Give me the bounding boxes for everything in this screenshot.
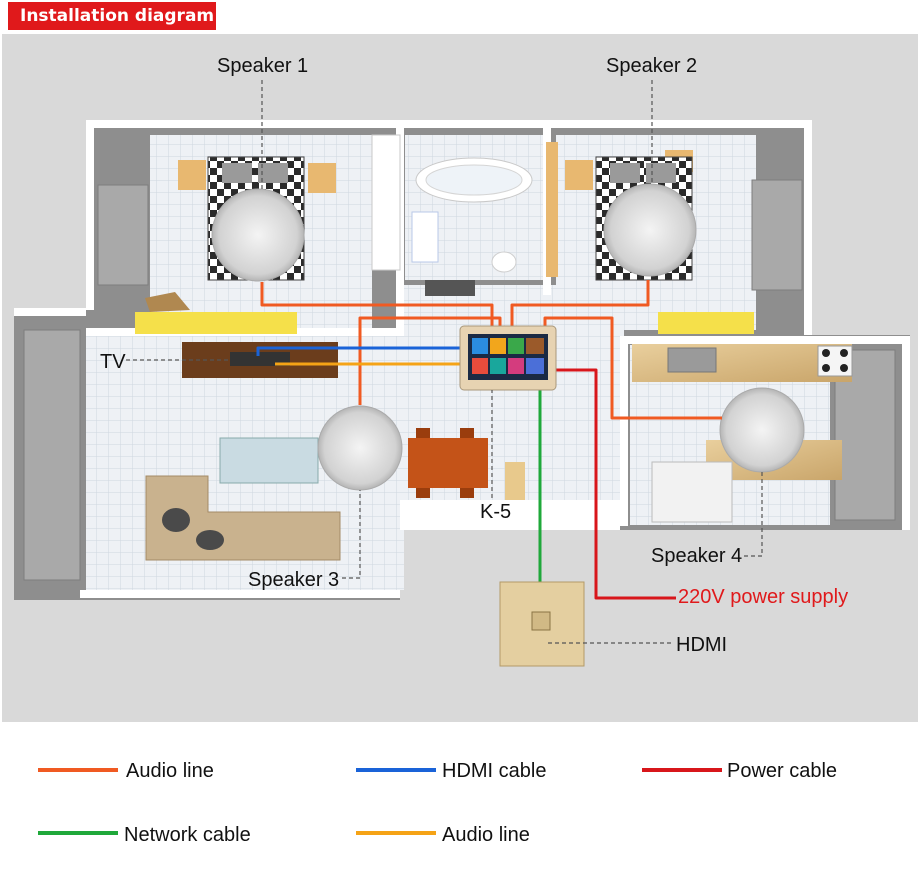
desk-2 xyxy=(658,312,754,334)
window-left-bedroom xyxy=(97,184,149,286)
fridge xyxy=(651,461,733,523)
dining-chair-d xyxy=(460,488,474,498)
label-speaker-3: Speaker 3 xyxy=(248,569,339,591)
legend-label: Audio line xyxy=(442,824,530,846)
label-tv: TV xyxy=(100,351,126,373)
dining-chair-b xyxy=(460,428,474,438)
leader-speaker-4 xyxy=(744,472,763,557)
window-kitchen xyxy=(834,349,896,521)
legend-label: Power cable xyxy=(727,760,837,782)
legend-label: HDMI cable xyxy=(442,760,546,782)
toilet xyxy=(491,251,517,273)
speaker-4-ceiling xyxy=(719,387,805,473)
label-speaker-1: Speaker 1 xyxy=(217,55,308,77)
cabinet-hall xyxy=(505,462,525,500)
dining-chair-c xyxy=(416,488,430,498)
pillow-1a xyxy=(222,163,252,183)
audio-wire-speaker-3 xyxy=(358,316,502,405)
label-hdmi: HDMI xyxy=(676,634,727,656)
closet-bath xyxy=(371,134,401,271)
nightstand-left-1 xyxy=(178,160,206,190)
legend: Audio line HDMI cable Power cable Networ… xyxy=(38,760,837,846)
label-k5: K-5 xyxy=(480,501,511,523)
chair-1 xyxy=(145,292,190,312)
pillow-2a xyxy=(610,163,640,183)
window-right-bedroom xyxy=(751,179,803,291)
shower-unit xyxy=(411,211,439,263)
audio-wire-speaker-4 xyxy=(543,316,722,420)
chair-living-b xyxy=(196,530,224,550)
page-title: Installation diagram xyxy=(8,2,216,30)
dining-chair-a xyxy=(416,428,430,438)
legend-label: Audio line xyxy=(126,760,214,782)
sofa xyxy=(145,475,341,561)
hdmi-wire-tv xyxy=(256,346,460,356)
wood-panel xyxy=(546,142,558,277)
pillow-2b xyxy=(646,163,676,183)
hdmi-port-housing xyxy=(531,611,551,631)
legend-item: Network cable xyxy=(38,824,251,846)
sink xyxy=(667,347,717,373)
nightstand-right-1 xyxy=(308,163,336,193)
desk-1 xyxy=(135,312,297,334)
fireplace xyxy=(425,280,475,296)
pillow-1b xyxy=(258,163,288,183)
coffee-table xyxy=(219,437,319,484)
speaker-3-ceiling xyxy=(317,405,403,491)
speaker-1-ceiling xyxy=(211,188,305,282)
legend-item: HDMI cable xyxy=(356,760,546,782)
floor-plan-diagram: Speaker 1 Speaker 2 Speaker 3 Speaker 4 … xyxy=(2,34,918,722)
audio-wire-speaker-2 xyxy=(510,280,650,327)
dining-table xyxy=(408,438,488,488)
window-living xyxy=(23,329,81,581)
legend-label: Network cable xyxy=(124,824,251,846)
nightstand-left-2 xyxy=(565,160,593,190)
label-speaker-2: Speaker 2 xyxy=(606,55,697,77)
power-wire xyxy=(556,368,676,600)
leader-speaker-3 xyxy=(342,490,361,579)
speaker-2-ceiling xyxy=(603,183,697,277)
legend-item: Audio line xyxy=(38,760,214,782)
legend-item: Audio line xyxy=(356,824,530,846)
chair-living-a xyxy=(162,508,190,532)
label-speaker-4: Speaker 4 xyxy=(651,545,742,567)
bathtub-inner xyxy=(425,164,523,196)
audio-wire-speaker-1 xyxy=(260,282,494,327)
label-power: 220V power supply xyxy=(678,586,848,608)
legend-item: Power cable xyxy=(642,760,837,782)
